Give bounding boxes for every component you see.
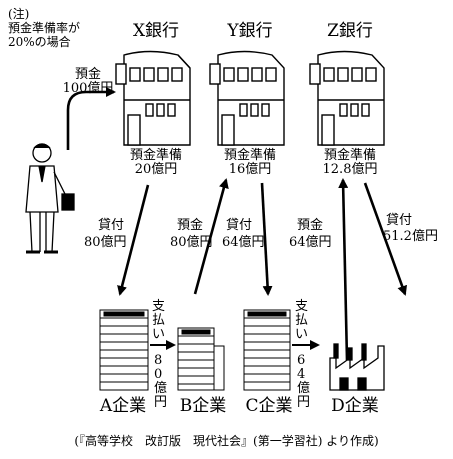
company-c-name: C企業 [245,396,293,416]
company-a-name: A企業 [99,396,147,416]
payment-a-to-b-label: 支払い [152,299,166,342]
deposit-z-label: 預金 [297,218,324,233]
deposit-arrow-d-to-z [338,178,349,361]
company-d-factory-icon [329,343,385,391]
deposit-y-amount: 80億円 [170,235,213,250]
note-label: (注) [8,7,30,21]
person-deposit-label: 預金 [74,67,101,82]
bank-z-reserve-amount: 12.8億円 [322,162,378,177]
bank-x-reserve-label: 預金準備 [129,148,182,163]
deposit-z-amount: 64億円 [289,235,332,250]
loan-arrow-y-to-c [260,182,273,296]
loan-x-amount: 80億円 [84,235,127,250]
company-a-building-icon [99,309,149,391]
bank-y-name: Y銀行 [227,21,273,41]
company-b-name: B企業 [179,396,227,416]
deposit-arrow-to-x [66,87,116,150]
loan-arrow-z-out [363,182,407,296]
note-reserve-ratio-line2: 20%の場合 [8,35,71,49]
deposit-y-label: 預金 [177,218,204,233]
person-icon [25,143,75,254]
bank-y-building-icon [209,50,285,146]
source-citation: (『高等学校 改訂版 現代社会』(第一学習社) より作成) [74,434,379,448]
bank-y-reserve-label: 預金準備 [223,148,276,163]
payment-a-to-b-amount: 80億円 [154,353,168,410]
bank-x-building-icon [115,50,191,146]
bank-y-reserve-amount: 16億円 [228,162,272,177]
bank-x-reserve-amount: 20億円 [134,162,178,177]
loan-y-amount: 64億円 [222,235,265,250]
bank-x-name: X銀行 [132,21,180,41]
note-reserve-ratio-line1: 預金準備率が [8,21,81,35]
deposit-arrow-b-to-y [193,178,229,295]
loan-x-label: 貸付 [98,218,125,233]
loan-z-amount: 51.2億円 [383,229,438,244]
payment-c-to-d-label: 支払い [295,299,309,342]
loan-arrow-x-to-a [117,184,150,296]
loan-z-label: 貸付 [386,213,413,228]
company-d-name: D企業 [331,396,379,416]
payment-c-to-d-amount: 64億円 [297,353,311,410]
company-c-building-icon [243,309,291,391]
person-deposit-amount: 100億円 [62,81,114,96]
loan-y-label: 貸付 [226,218,253,233]
bank-z-name: Z銀行 [327,21,373,41]
company-b-building-icon [177,327,225,391]
bank-z-reserve-label: 預金準備 [323,148,376,163]
bank-z-building-icon [309,50,385,146]
